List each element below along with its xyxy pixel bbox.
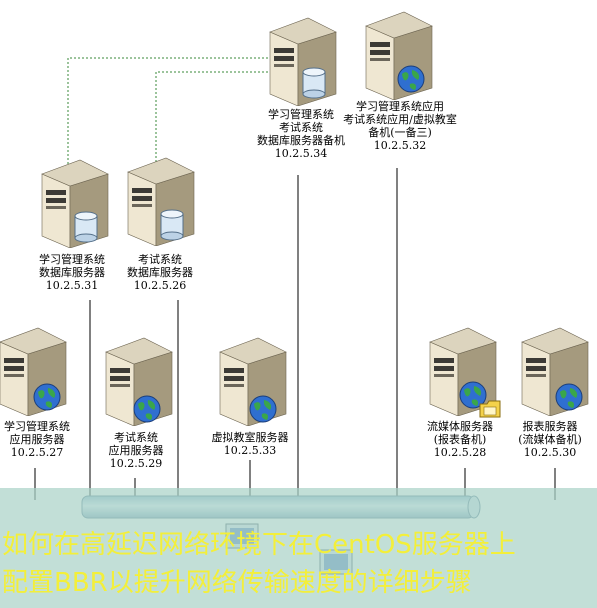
database-icon: [302, 67, 326, 99]
folder-icon: [479, 400, 501, 418]
server-app-backup3: [360, 0, 436, 104]
banner-title-line2: 配置BBR以提升网络传输速度的详细步骤: [2, 568, 472, 598]
dotted-link-lms-db: [67, 57, 282, 180]
globe-icon: [555, 383, 583, 411]
server-lms-db: [36, 148, 112, 252]
label-stream: 流媒体服务器(报表备机)10.2.5.28: [427, 420, 493, 459]
globe-icon: [397, 65, 425, 93]
label-report: 报表服务器(流媒体备机)10.2.5.30: [518, 420, 582, 459]
globe-icon: [459, 381, 487, 409]
globe-icon: [33, 383, 61, 411]
server-lms-app: [0, 316, 70, 420]
server-exam-db: [122, 146, 198, 250]
dotted-link-exam-db: [155, 71, 282, 178]
banner-title-line1: 如何在高延迟网络环境下在CentOS服务器上: [2, 530, 516, 560]
server-stream: [424, 316, 501, 420]
label-app-backup3: 学习管理系统应用考试系统应用/虚拟教室备机(一备三)10.2.5.32: [343, 100, 457, 152]
globe-icon: [133, 395, 161, 423]
server-vclass: [214, 326, 290, 430]
database-icon: [74, 211, 98, 243]
globe-icon: [249, 395, 277, 423]
server-exam-app: [100, 326, 176, 430]
title-banner: 如何在高延迟网络环境下在CentOS服务器上 配置BBR以提升网络传输速度的详细…: [0, 488, 597, 608]
database-icon: [160, 209, 184, 241]
server-lms-db-backup: [264, 6, 340, 110]
server-report: [516, 316, 592, 420]
